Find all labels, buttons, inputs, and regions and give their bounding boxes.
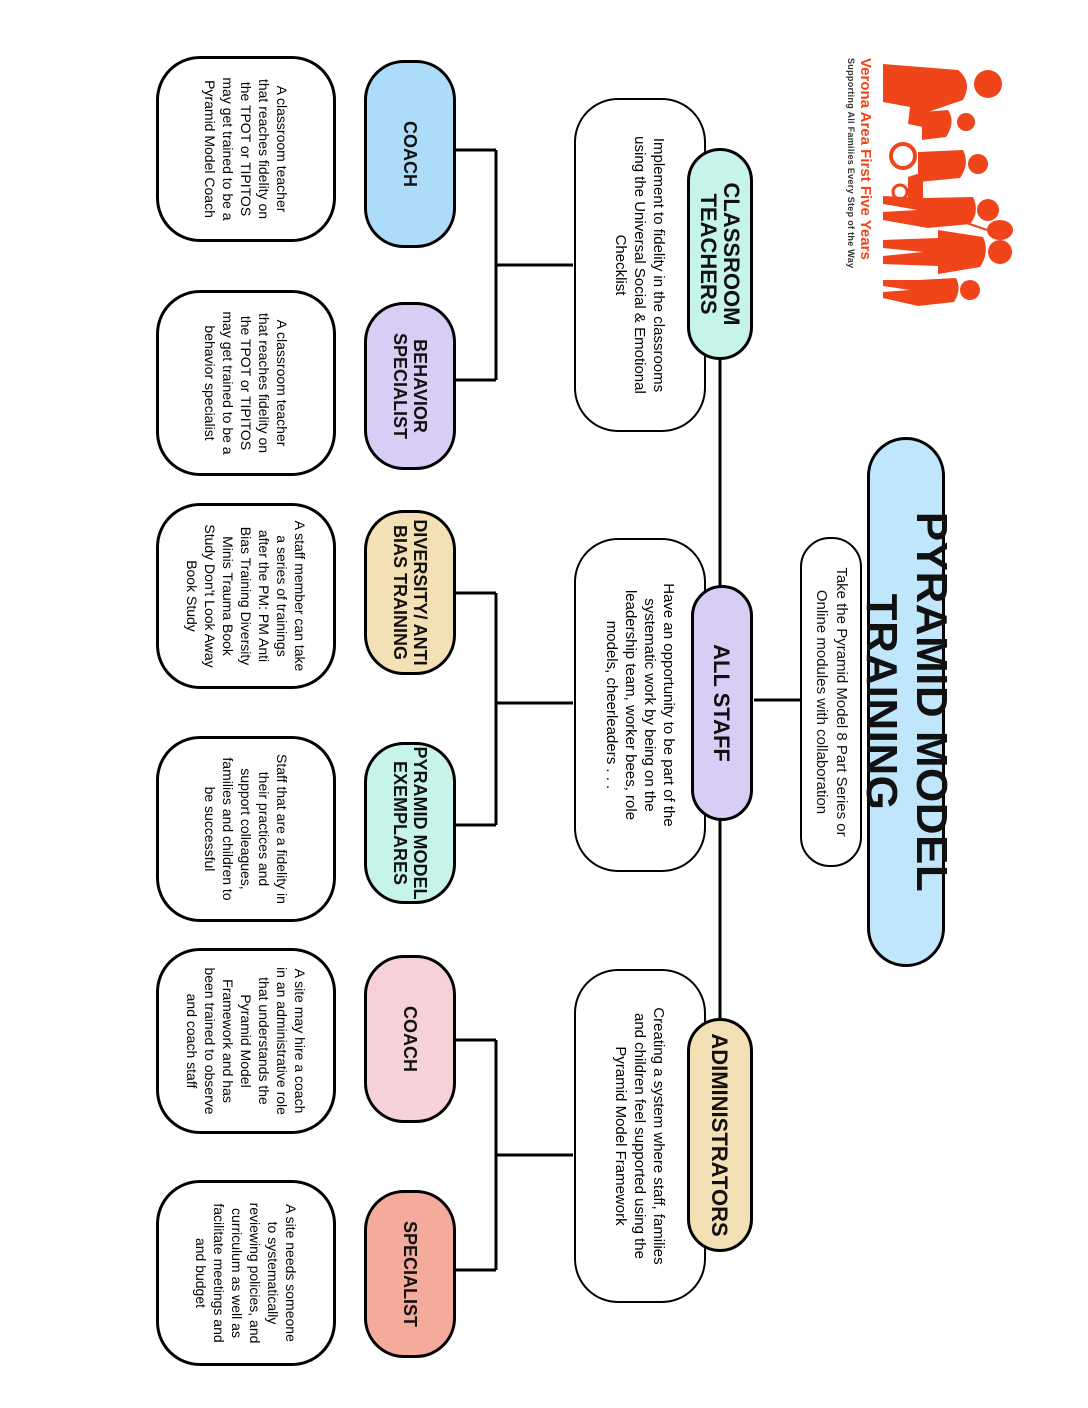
sub-role-coach-admin: COACH xyxy=(364,955,456,1123)
sub-role-pyramid-model-exemplares: PYRAMID MODEL EXEMPLARES xyxy=(364,742,456,904)
column-header-classroom-teachers: CLASSROOM TEACHERS xyxy=(687,148,753,360)
column-header-all-staff: ALL STAFF xyxy=(691,585,753,821)
logo-figures-icon xyxy=(883,64,1013,306)
column-header-administrators: ADIMINISTRATORS xyxy=(687,1018,753,1252)
column-description-all-staff: Have an opportunity to be part of the sy… xyxy=(574,538,706,872)
sub-role-behavior-specialist: BEHAVIOR SPECIALIST xyxy=(364,302,456,470)
sub-role-diversity-anti-bias-training: DIVERSITY/ ANTI BIAS TRAINING xyxy=(364,510,456,675)
sub-role-coach-classroom: COACH xyxy=(364,60,456,248)
sub-role-specialist-admin: SPECIALIST xyxy=(364,1190,456,1358)
